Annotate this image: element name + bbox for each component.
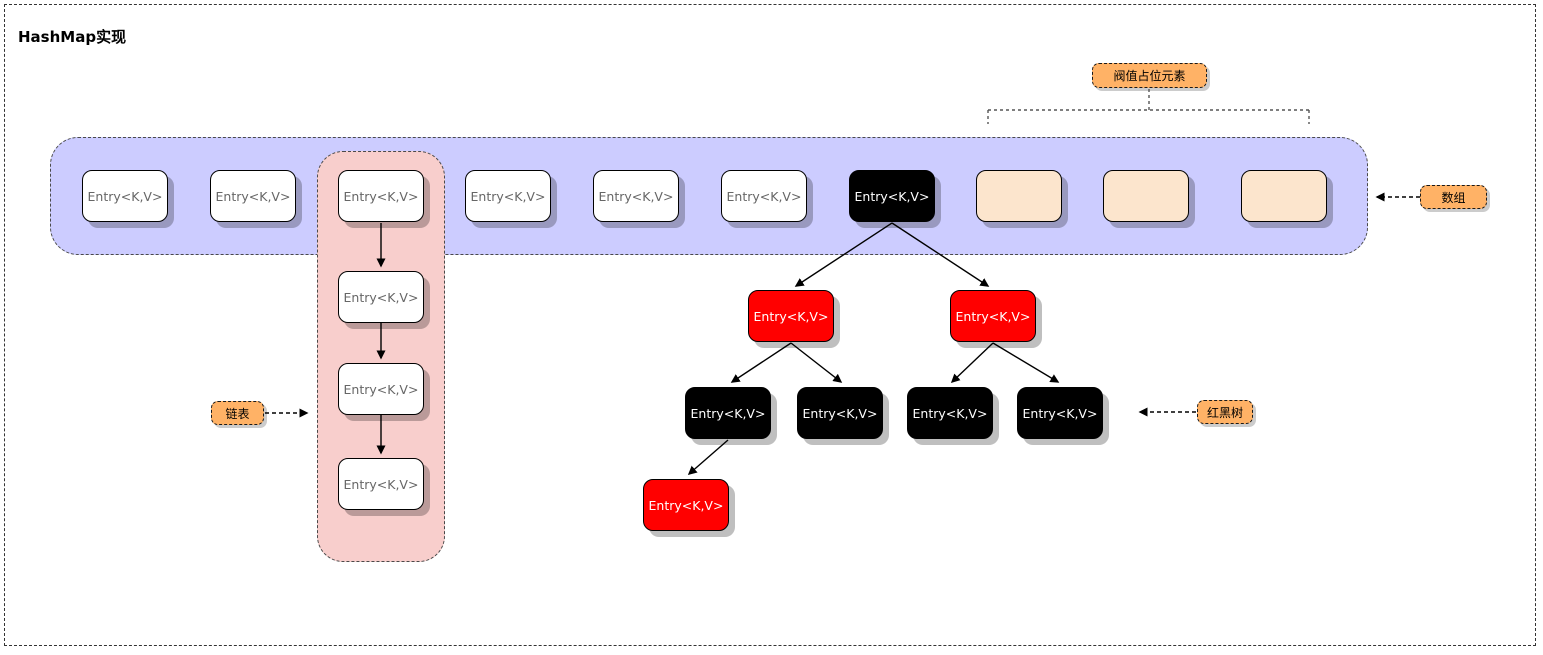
tree-black-node[interactable]: Entry<K,V> — [907, 387, 993, 439]
array-entry-box[interactable]: Entry<K,V> — [593, 170, 679, 222]
diagram-title: HashMap实现 — [18, 28, 127, 46]
tree-red-node[interactable]: Entry<K,V> — [748, 290, 834, 342]
array-entry-box[interactable]: Entry<K,V> — [82, 170, 168, 222]
array-label[interactable]: 数组 — [1420, 185, 1487, 209]
linked-list-node[interactable]: Entry<K,V> — [338, 458, 424, 510]
red-black-tree-label[interactable]: 红黑树 — [1197, 400, 1253, 424]
array-entry-box-list-head[interactable]: Entry<K,V> — [338, 170, 424, 222]
tree-red-node[interactable]: Entry<K,V> — [950, 290, 1036, 342]
linked-list-label[interactable]: 链表 — [211, 401, 264, 425]
diagram-outer-border — [4, 4, 1536, 646]
array-entry-box[interactable]: Entry<K,V> — [210, 170, 296, 222]
placeholder-cell[interactable] — [1241, 170, 1327, 222]
array-entry-box[interactable]: Entry<K,V> — [465, 170, 551, 222]
tree-red-leaf-node[interactable]: Entry<K,V> — [643, 479, 729, 531]
placeholder-cell[interactable] — [1103, 170, 1189, 222]
tree-black-node[interactable]: Entry<K,V> — [685, 387, 771, 439]
placeholder-cell[interactable] — [976, 170, 1062, 222]
threshold-placeholder-label[interactable]: 阀值占位元素 — [1092, 63, 1207, 88]
array-entry-box[interactable]: Entry<K,V> — [721, 170, 807, 222]
tree-black-node[interactable]: Entry<K,V> — [797, 387, 883, 439]
linked-list-node[interactable]: Entry<K,V> — [338, 271, 424, 323]
linked-list-node[interactable]: Entry<K,V> — [338, 363, 424, 415]
tree-black-node[interactable]: Entry<K,V> — [1017, 387, 1103, 439]
array-entry-box-tree-root[interactable]: Entry<K,V> — [849, 170, 935, 222]
